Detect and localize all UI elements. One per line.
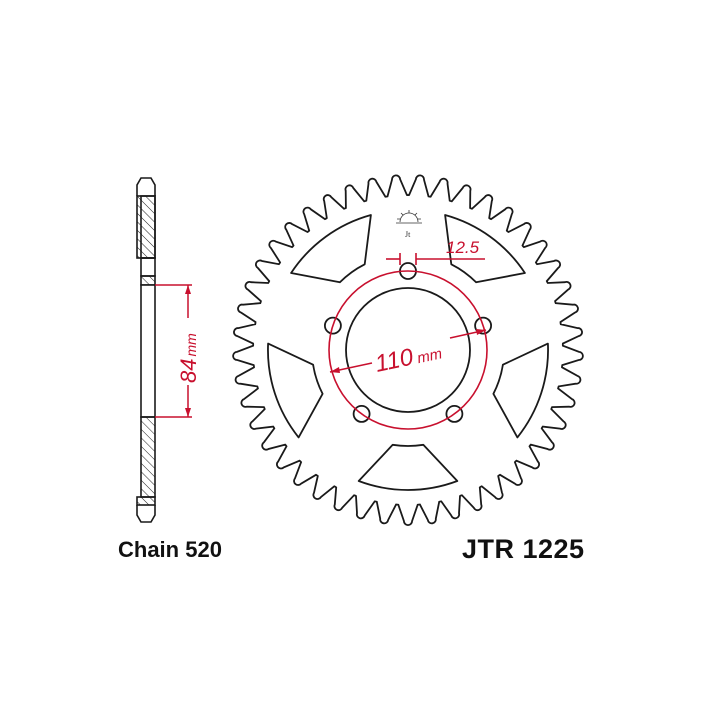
pcd-dimension [328,253,488,430]
lightening-window [357,443,459,491]
lightening-window [444,214,526,284]
bolt-hole [474,316,493,335]
bore-dimension-label: 84mm [176,333,201,383]
pcd-arrow [476,329,486,335]
sprocket-front-view [232,174,584,526]
bore-dimension [155,284,192,418]
sprocket-teeth-outline [232,174,584,526]
bolt-hole [323,316,342,335]
chain-size-label: Chain 520 [118,537,222,562]
svg-text:Jt: Jt [405,230,411,239]
pitch-circle [328,270,488,430]
lightening-window [290,214,372,284]
lightening-window [492,342,549,439]
maker-logo: Jt [396,210,422,239]
bolt-hole [352,404,371,423]
pcd-arrow [330,367,340,373]
part-number-label: JTR 1225 [462,534,585,564]
lightening-window [267,342,324,439]
center-bore [345,287,471,413]
pcd-dimension-label: 110mm [373,337,444,377]
hole-dimension-label: 12.5 [446,238,480,257]
bolt-hole [445,404,464,423]
side-profile-view [136,177,156,523]
